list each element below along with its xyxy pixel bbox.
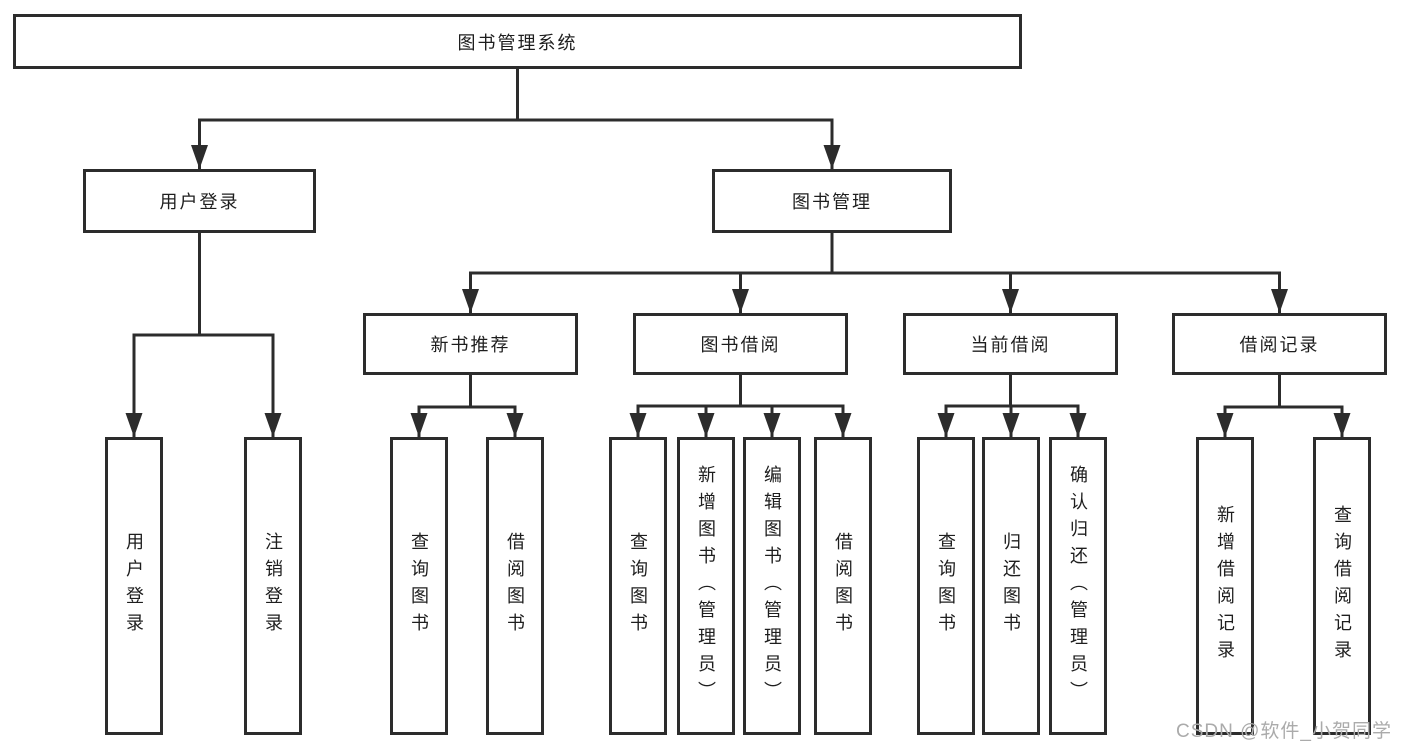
leaf-newbooks-query-label: 查询图书 — [409, 532, 429, 640]
node-new-books-label: 新书推荐 — [430, 335, 511, 355]
leaf-records-add-label: 新增借阅记录 — [1215, 505, 1235, 667]
leaf-borrow-query-label: 查询图书 — [628, 532, 648, 640]
arrowhead-new-books — [462, 289, 479, 313]
arrowhead-leaf-newbooks-query — [410, 413, 428, 437]
arrowhead-leaf-current-query — [937, 413, 955, 437]
leaf-borrow-edit: 编辑图书（管理员） — [743, 437, 801, 735]
arrowhead-leaf-records-add — [1216, 413, 1234, 437]
node-current-borrowing: 当前借阅 — [903, 313, 1118, 375]
leaf-newbooks-borrow: 借阅图书 — [486, 437, 544, 735]
arrowhead-leaf-records-query — [1333, 413, 1351, 437]
leaf-records-query: 查询借阅记录 — [1313, 437, 1371, 735]
node-user-login-label: 用户登录 — [159, 192, 240, 212]
node-book-management: 图书管理 — [712, 169, 952, 233]
node-user-login: 用户登录 — [83, 169, 316, 233]
node-root-label: 图书管理系统 — [457, 32, 578, 53]
arrowhead-leaf-current-confirm — [1069, 413, 1087, 437]
arrowhead-borrowing-records — [1271, 289, 1288, 313]
leaf-user-login-label: 用户登录 — [124, 532, 144, 640]
arrowhead-leaf-current-return — [1002, 413, 1020, 437]
arrowhead-leaf-borrow-query — [629, 413, 647, 437]
node-current-borrowing-label: 当前借阅 — [970, 335, 1051, 355]
edge-newbooks-elbow — [417, 405, 517, 437]
arrowhead-leaf-user-login — [125, 413, 143, 437]
leaf-current-return-label: 归还图书 — [1001, 532, 1021, 640]
arrowhead-leaf-borrow-add — [697, 413, 715, 437]
arrowhead-leaf-newbooks-borrow — [506, 413, 524, 437]
edge-current-elbow — [944, 404, 1080, 437]
leaf-borrow-query: 查询图书 — [609, 437, 667, 735]
node-borrowing-records: 借阅记录 — [1172, 313, 1387, 375]
csdn-watermark: CSDN @软件_小贺同学 — [1176, 721, 1392, 742]
leaf-records-query-label: 查询借阅记录 — [1332, 505, 1352, 667]
leaf-user-login: 用户登录 — [105, 437, 163, 735]
leaf-newbooks-borrow-label: 借阅图书 — [505, 532, 525, 640]
arrowhead-book-management — [823, 145, 841, 169]
node-book-borrowing-label: 图书借阅 — [700, 335, 781, 355]
node-book-management-label: 图书管理 — [792, 192, 872, 212]
leaf-current-confirm-label: 确认归还（管理员） — [1068, 464, 1088, 708]
node-book-borrowing: 图书借阅 — [633, 313, 848, 375]
leaf-borrow-borrow-label: 借阅图书 — [833, 532, 853, 640]
leaf-current-query-label: 查询图书 — [936, 532, 956, 640]
leaf-borrow-borrow: 借阅图书 — [814, 437, 872, 735]
node-borrowing-records-label: 借阅记录 — [1239, 335, 1320, 355]
arrowhead-user-login — [191, 145, 208, 169]
leaf-logout-label: 注销登录 — [263, 532, 283, 640]
arrowhead-current-borrowing — [1002, 289, 1019, 313]
arrowhead-book-borrowing — [732, 289, 749, 313]
node-new-books: 新书推荐 — [363, 313, 578, 375]
leaf-current-return: 归还图书 — [982, 437, 1040, 735]
leaf-newbooks-query: 查询图书 — [390, 437, 448, 735]
edge-borrowing-elbow — [636, 404, 845, 437]
leaf-borrow-add: 新增图书（管理员） — [677, 437, 735, 735]
node-root: 图书管理系统 — [13, 14, 1022, 69]
edge-level3-elbow — [469, 271, 1281, 313]
leaf-borrow-add-label: 新增图书（管理员） — [696, 464, 716, 708]
arrowhead-leaf-borrow-borrow — [834, 413, 852, 437]
arrowhead-leaf-logout — [264, 413, 282, 437]
leaf-current-confirm: 确认归还（管理员） — [1049, 437, 1107, 735]
arrowhead-leaf-borrow-edit — [763, 413, 781, 437]
edge-records-elbow — [1223, 405, 1344, 437]
leaf-borrow-edit-label: 编辑图书（管理员） — [762, 464, 782, 708]
edge-userlogin-elbow — [132, 333, 275, 437]
leaf-records-add: 新增借阅记录 — [1196, 437, 1254, 735]
edge-lines — [132, 69, 1344, 437]
leaf-logout: 注销登录 — [244, 437, 302, 735]
edge-level2-elbow — [198, 118, 834, 169]
leaf-current-query: 查询图书 — [917, 437, 975, 735]
